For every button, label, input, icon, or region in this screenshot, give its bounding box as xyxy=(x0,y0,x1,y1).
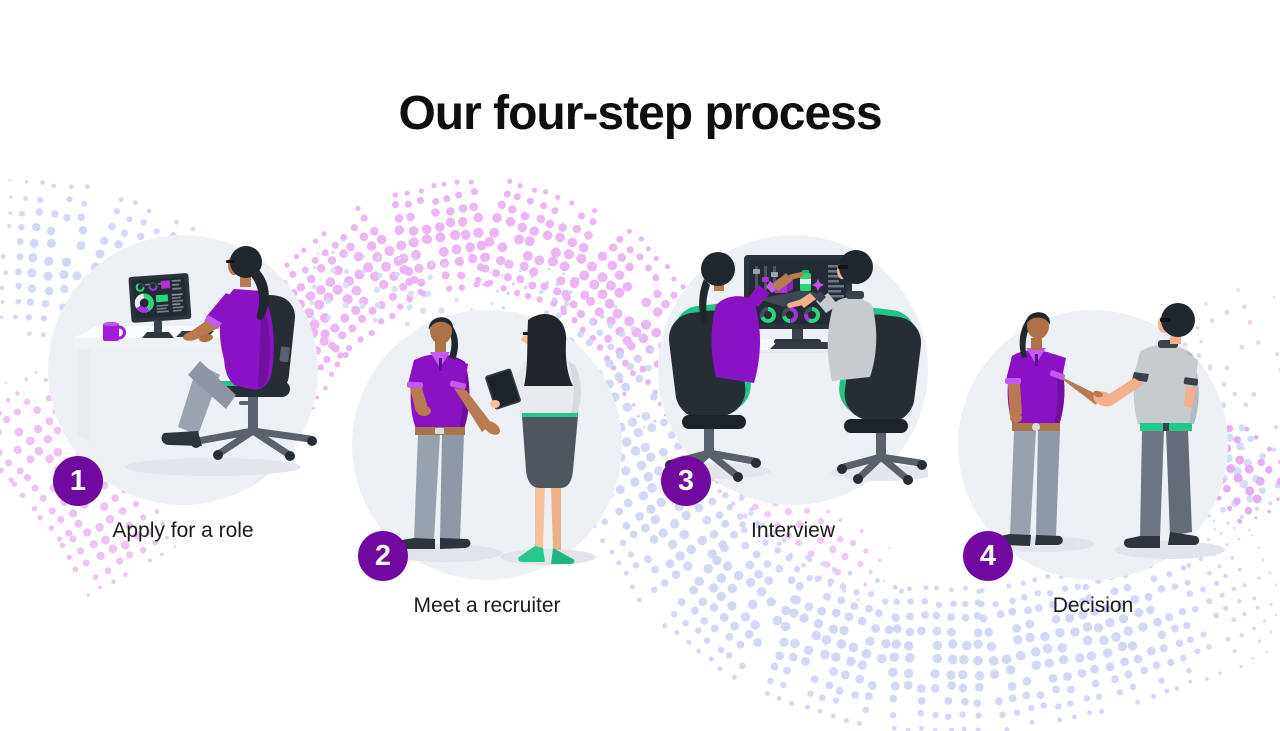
step-label: Apply for a role xyxy=(112,519,254,542)
illustration-woman-applying-at-computer-icon xyxy=(48,235,318,505)
person-working xyxy=(161,246,274,446)
person-interviewer-left xyxy=(699,252,804,383)
step-label: Interview xyxy=(750,519,836,542)
step-number-badge: 3 xyxy=(661,456,711,506)
monitor xyxy=(128,273,192,323)
step-label: Decision xyxy=(1052,594,1134,617)
monitor-stand xyxy=(142,320,174,338)
person-recruiter xyxy=(485,314,581,564)
illustration-candidate-talking-with-recruiter-icon xyxy=(352,310,622,580)
person-candidate xyxy=(400,317,501,549)
keyboard xyxy=(770,342,839,349)
step-number-badge: 2 xyxy=(358,531,408,581)
coffee-mug xyxy=(103,321,126,341)
step-label: Meet a recruiter xyxy=(413,594,561,617)
illustration-two-interviewers-reviewing-screen-icon xyxy=(658,235,928,505)
step-number-badge: 4 xyxy=(963,531,1013,581)
person-hiring-manager xyxy=(1093,303,1200,548)
illustration-handshake-agreement-icon xyxy=(958,303,1228,580)
page-title: Our four-step process xyxy=(398,87,882,141)
person-interviewer-right xyxy=(787,250,877,381)
step-number-badge: 1 xyxy=(53,456,103,506)
person-candidate xyxy=(997,312,1100,546)
